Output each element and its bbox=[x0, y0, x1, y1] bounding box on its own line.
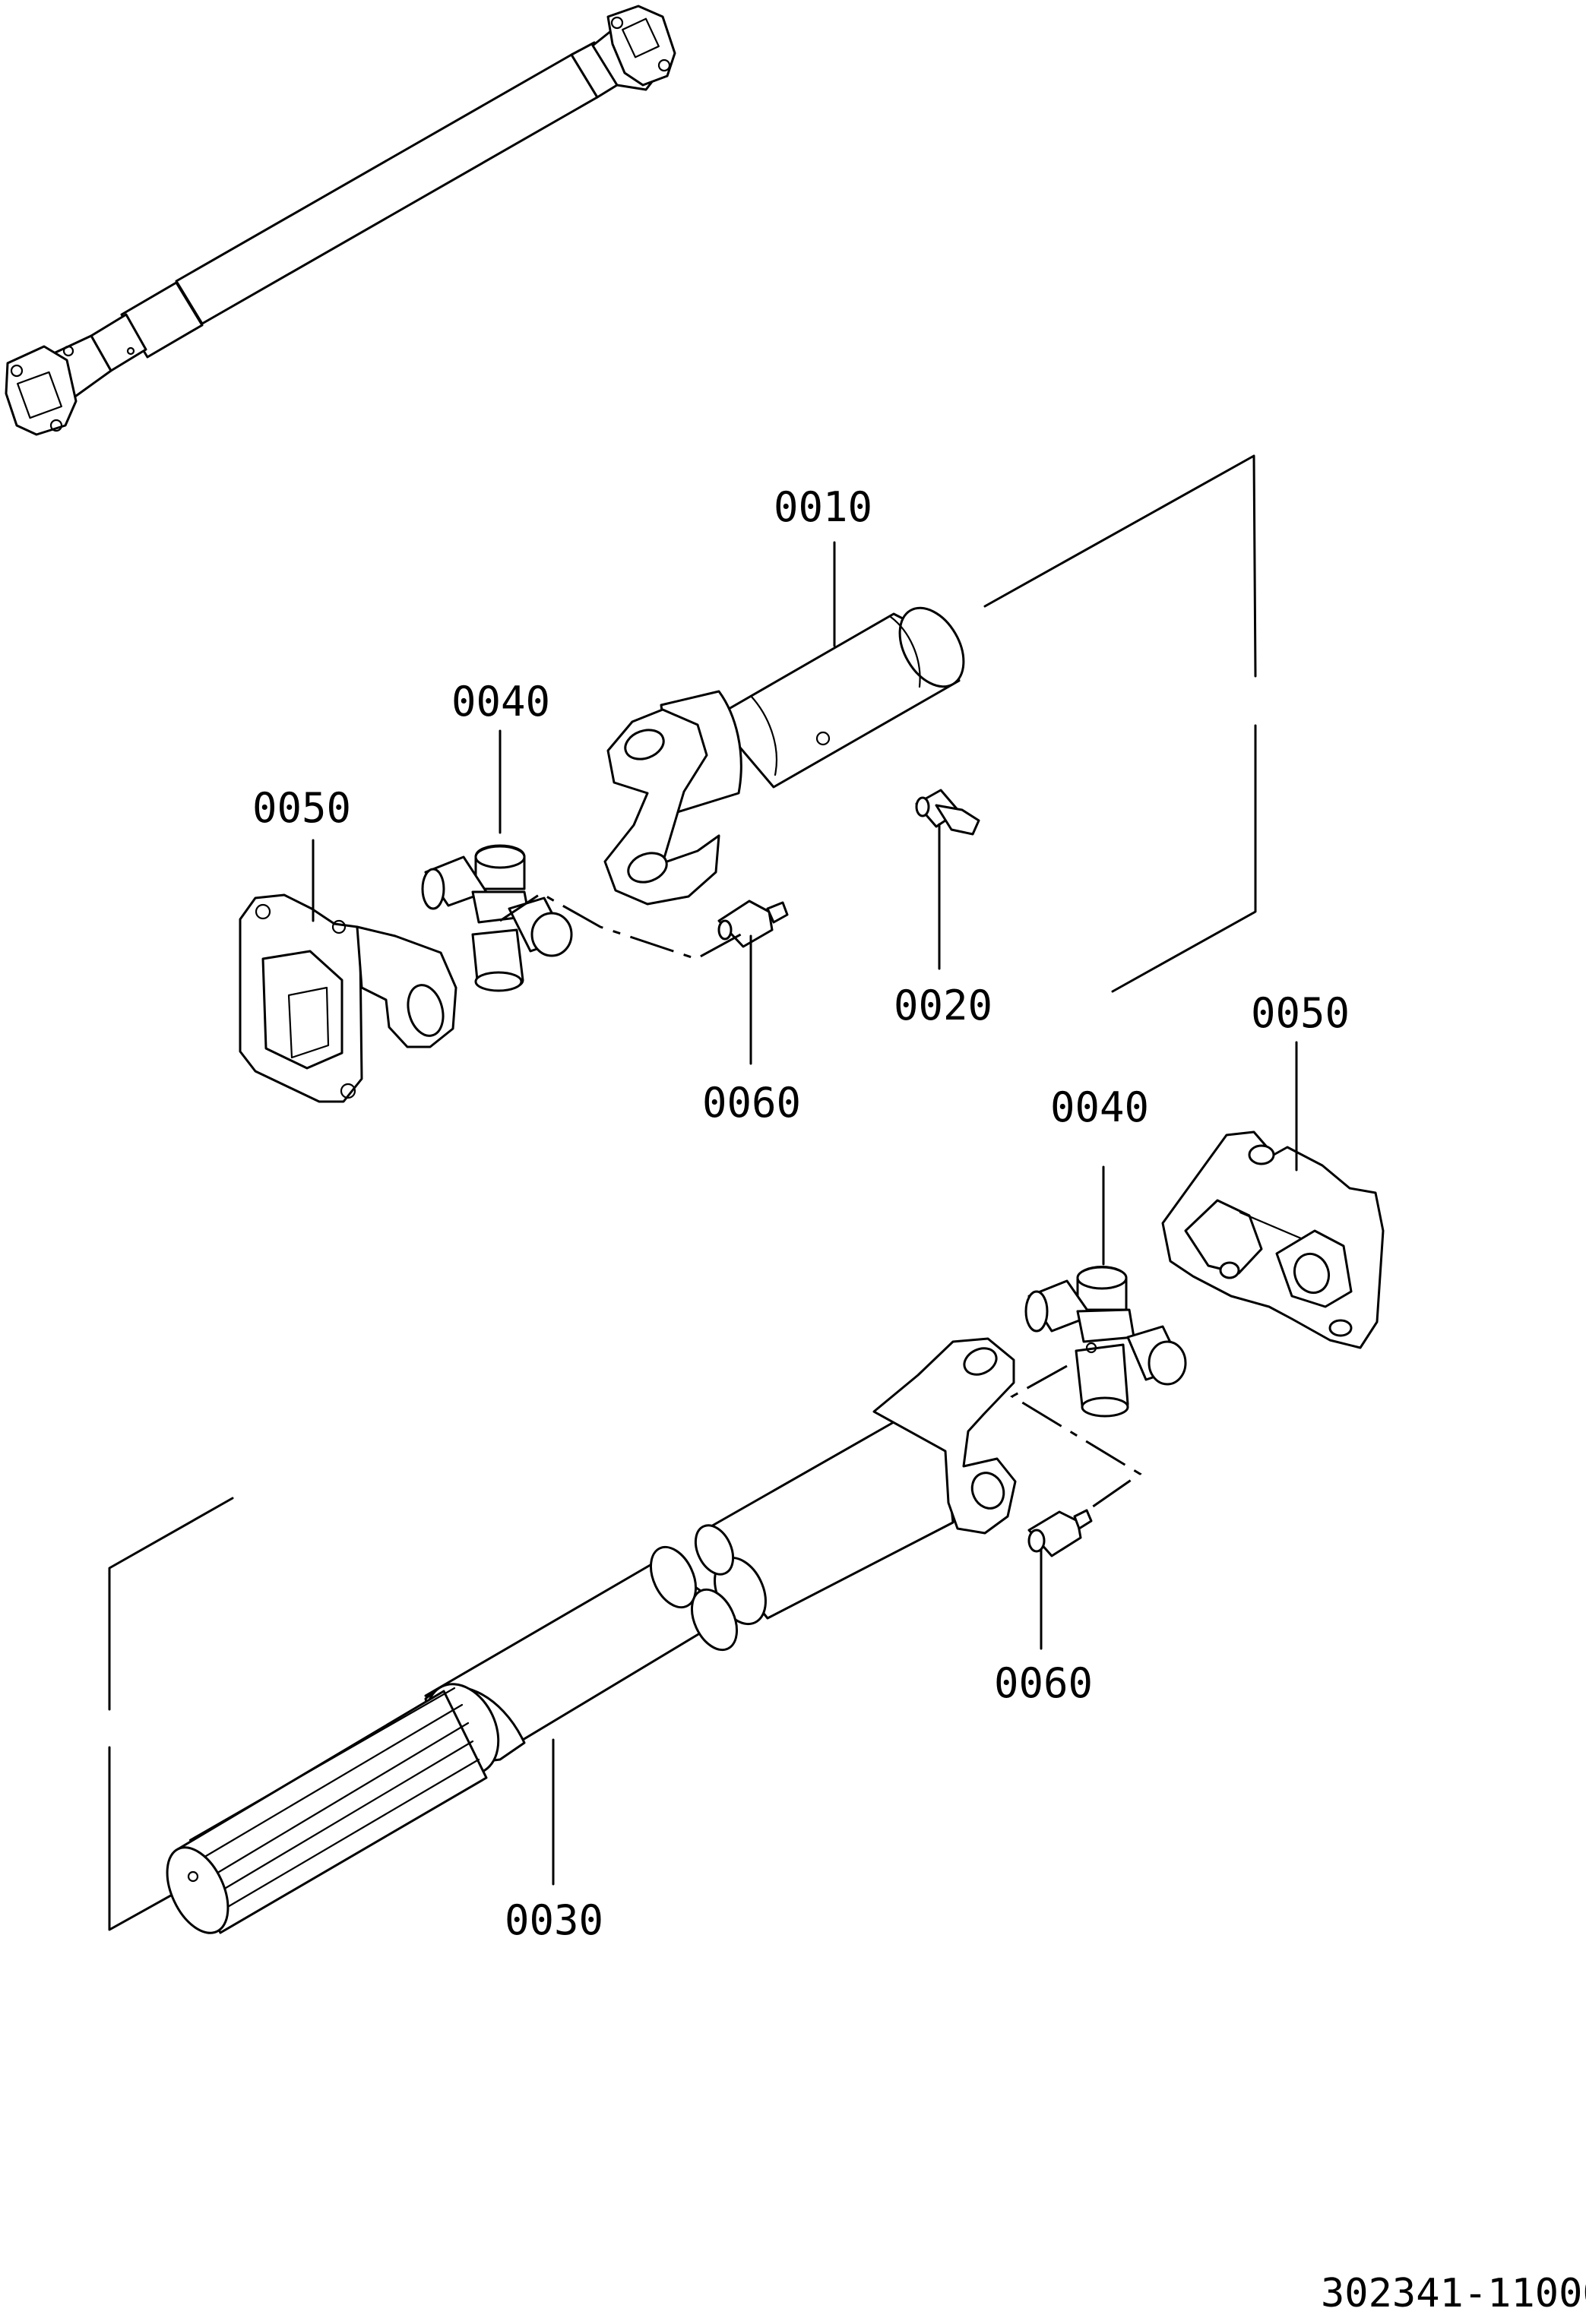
sleeve-yoke-0010 bbox=[603, 606, 965, 906]
part-label-0060-lower: 0060 bbox=[994, 1659, 1093, 1707]
part-label-0040-lower: 0040 bbox=[1050, 1083, 1149, 1131]
universal-joint-cross-0040-lower bbox=[1024, 1266, 1187, 1418]
part-label-0050-lower: 0050 bbox=[1251, 989, 1350, 1037]
part-label-0040-upper: 0040 bbox=[451, 678, 550, 726]
splined-shaft-0030 bbox=[166, 1337, 1017, 1934]
drawing-number: 302341-11000 bbox=[1321, 2271, 1586, 2316]
reference-lines-upper bbox=[983, 454, 1257, 993]
flange-yoke-0050-lower bbox=[1161, 1130, 1385, 1349]
universal-joint-cross-0040-upper bbox=[421, 844, 573, 992]
part-labels: 0010 0020 0030 0040 0040 0050 0050 0060 … bbox=[252, 483, 1350, 1944]
flange-yoke-0050-upper bbox=[239, 893, 457, 1103]
assembled-propeller-shaft bbox=[5, 5, 676, 436]
part-label-0010: 0010 bbox=[774, 483, 872, 531]
grease-nipple-0060-lower bbox=[1027, 1509, 1093, 1557]
assembly-line-upper bbox=[499, 892, 747, 960]
assembly-line-lower bbox=[1010, 1364, 1142, 1513]
grease-nipple-0060-upper bbox=[717, 900, 789, 948]
part-label-0050-upper: 0050 bbox=[252, 784, 351, 832]
part-label-0020: 0020 bbox=[894, 982, 992, 1029]
part-label-0030: 0030 bbox=[505, 1896, 603, 1944]
leader-lines bbox=[312, 541, 1298, 1886]
part-label-0060-upper: 0060 bbox=[702, 1079, 801, 1127]
grease-nipple-0020 bbox=[915, 789, 980, 836]
